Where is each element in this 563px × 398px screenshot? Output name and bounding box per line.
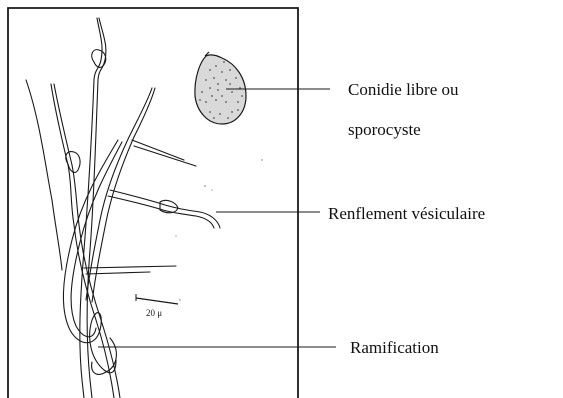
left-hypha — [51, 84, 114, 398]
label-conidie-line2: sporocyste — [348, 121, 421, 138]
hyphae-drawing — [26, 18, 220, 398]
label-ramification: Ramification — [350, 339, 439, 356]
stray-marks — [175, 159, 262, 300]
scale-bar: 20 μ — [136, 294, 178, 318]
ramification-stub — [132, 140, 196, 166]
lower-horizontal-branch — [84, 266, 176, 274]
left-hypha-inner — [54, 84, 120, 398]
label-conidie-line1: Conidie libre ou — [348, 81, 458, 98]
conidium — [195, 52, 246, 124]
central-swelling — [92, 50, 106, 68]
scale-bar-label: 20 μ — [146, 308, 162, 318]
right-branch-inner — [92, 88, 155, 302]
loop-lower — [92, 338, 117, 374]
plate-frame — [8, 8, 298, 398]
left-thin-branch — [26, 80, 62, 270]
label-renflement: Renflement vésiculaire — [328, 205, 485, 222]
vesicular-branch — [110, 190, 220, 228]
